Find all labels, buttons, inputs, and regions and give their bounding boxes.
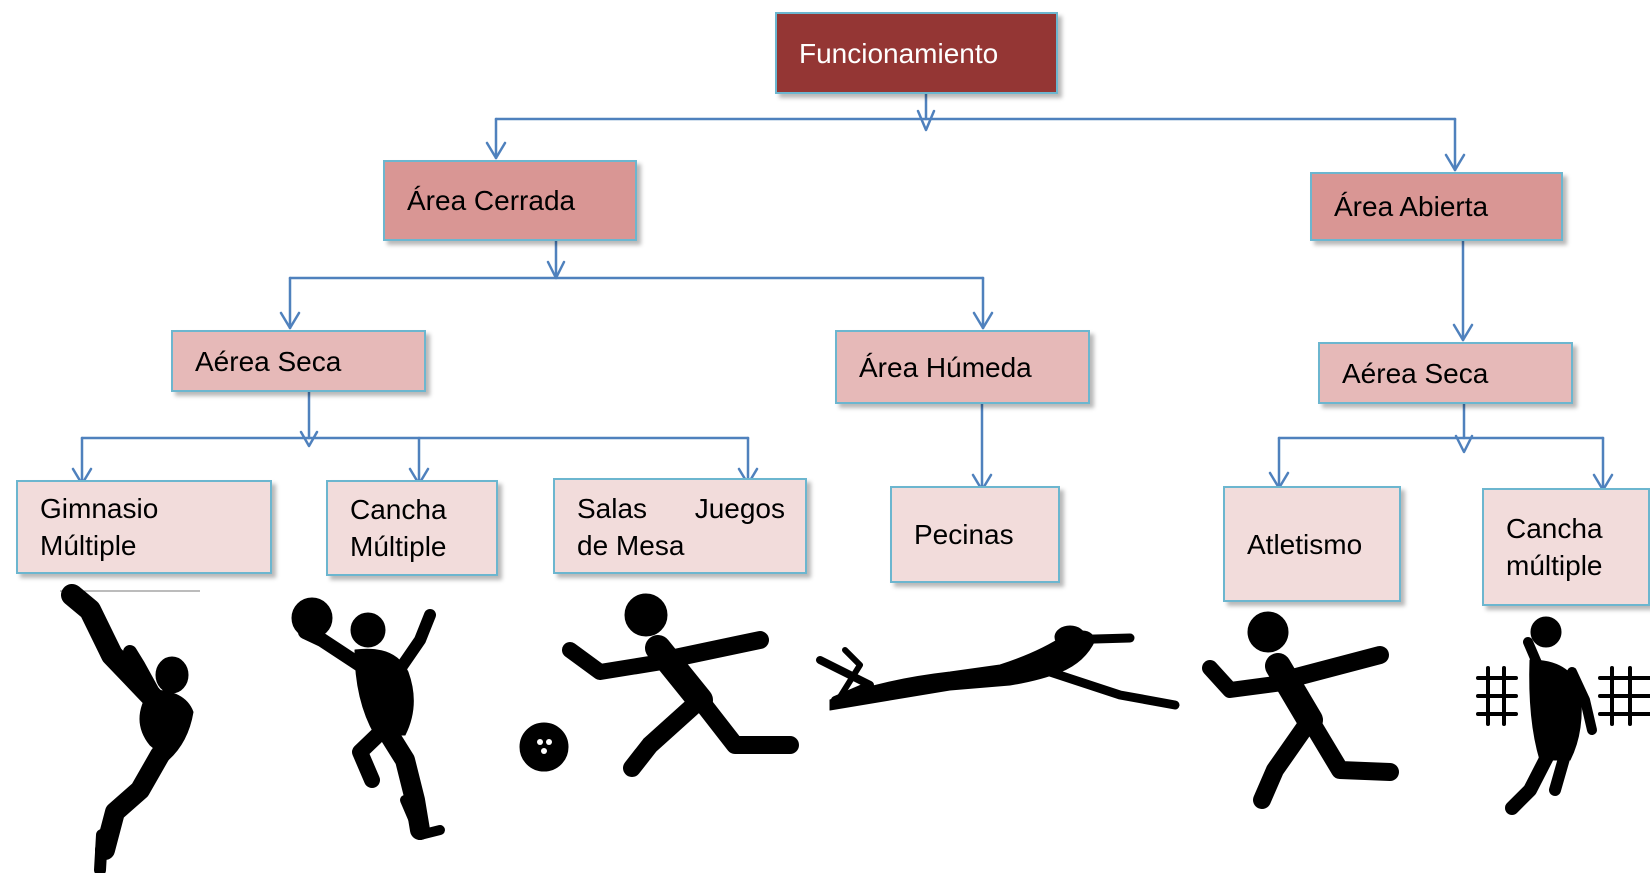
salas-juegos-de-mesa-label: Salas Juegos de Mesa <box>577 493 785 561</box>
area-humeda-label: Área Húmeda <box>859 351 1032 383</box>
aerea-seca-open-label: Aérea Seca <box>1342 357 1489 389</box>
node-salas-juegos-de-mesa: Salas Juegos de Mesa <box>553 478 807 574</box>
aerea-seca-closed-label: Aérea Seca <box>195 345 342 377</box>
runner-icon <box>1202 611 1399 809</box>
cancha-multiple-open-label: Cancha múltiple <box>1506 513 1603 581</box>
swimmer-icon <box>816 625 1180 711</box>
gimnasio-multiple-label: Gimnasio Múltiple <box>40 493 159 561</box>
node-area-humeda: Área Húmeda <box>835 330 1090 404</box>
root-node: Funcionamiento <box>775 12 1058 94</box>
basketball-player-icon <box>291 597 445 840</box>
martial-arts-kick-icon <box>61 584 194 873</box>
node-cancha-multiple-open: Cancha múltiple <box>1482 488 1650 606</box>
node-atletismo: Atletismo <box>1223 486 1401 602</box>
node-aerea-seca-open: Aérea Seca <box>1318 342 1573 404</box>
pecinas-label: Pecinas <box>914 519 1014 550</box>
root-label: Funcionamiento <box>799 37 999 69</box>
atletismo-label: Atletismo <box>1247 528 1363 560</box>
node-cancha-multiple: Cancha Múltiple <box>326 480 498 576</box>
volleyball-player-icon <box>1476 616 1650 815</box>
cancha-multiple-label: Cancha Múltiple <box>350 494 447 562</box>
node-pecinas: Pecinas <box>890 486 1060 583</box>
node-area-cerrada: Área Cerrada <box>383 160 637 241</box>
node-gimnasio-multiple: Gimnasio Múltiple <box>16 480 272 574</box>
node-area-abierta: Área Abierta <box>1310 172 1563 241</box>
node-aerea-seca-closed: Aérea Seca <box>171 330 426 392</box>
bowling-player-icon <box>519 593 799 777</box>
area-abierta-label: Área Abierta <box>1334 191 1489 222</box>
area-cerrada-label: Área Cerrada <box>407 185 576 216</box>
